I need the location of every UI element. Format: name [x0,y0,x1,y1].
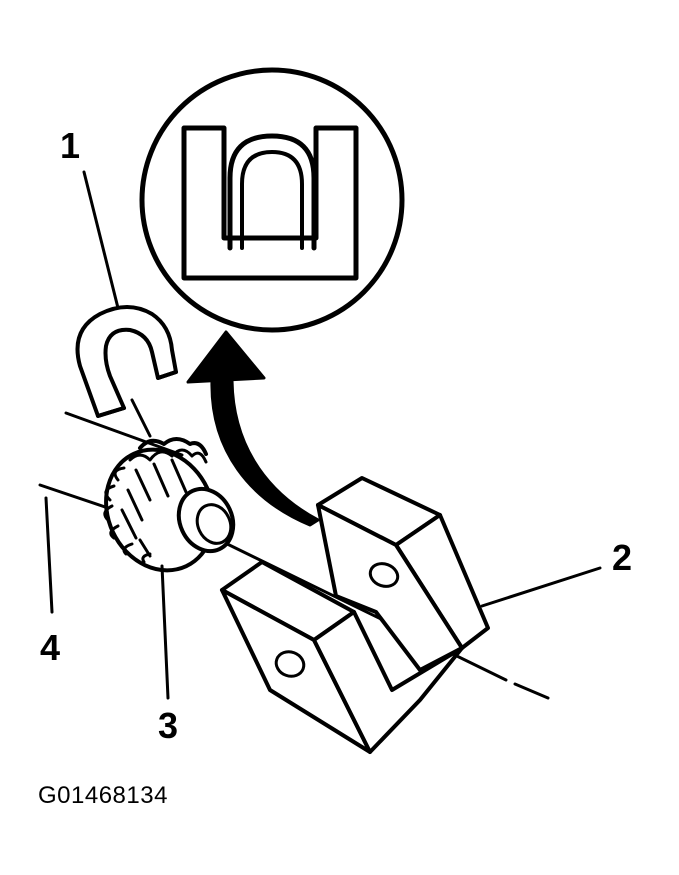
callout-1: 1 [60,125,81,166]
bracket-front-side [312,610,464,754]
bracket-front-hole [274,650,306,678]
leader-4 [44,496,54,614]
figure-id: G01468134 [38,782,168,809]
gear-hub [176,486,236,554]
curved-arrow [186,330,320,527]
leader-3 [160,564,170,700]
u-clip-edge [96,370,178,418]
detail-circle [139,67,405,333]
gear-shaft-end [195,503,233,545]
callout-4: 4 [40,627,61,668]
mounting-bracket [220,476,490,754]
arrow-head [186,330,266,384]
bracket-rear-hole [368,562,400,588]
detail-clip-inner-arch [227,133,317,251]
callout-3: 3 [158,705,179,746]
detail-clip-inner-arch-2 [240,150,304,250]
callout-2: 2 [612,537,633,578]
u-clip [75,305,178,418]
leader-1b [130,398,152,438]
leader-lines [44,170,602,700]
detail-magnifier [139,67,405,333]
leader-2 [480,566,602,608]
bracket-rear-face [316,503,464,672]
leader-1 [82,170,120,310]
gear-teeth [103,448,208,564]
gear-teeth-top [138,437,208,456]
pinion-gear [103,437,236,573]
